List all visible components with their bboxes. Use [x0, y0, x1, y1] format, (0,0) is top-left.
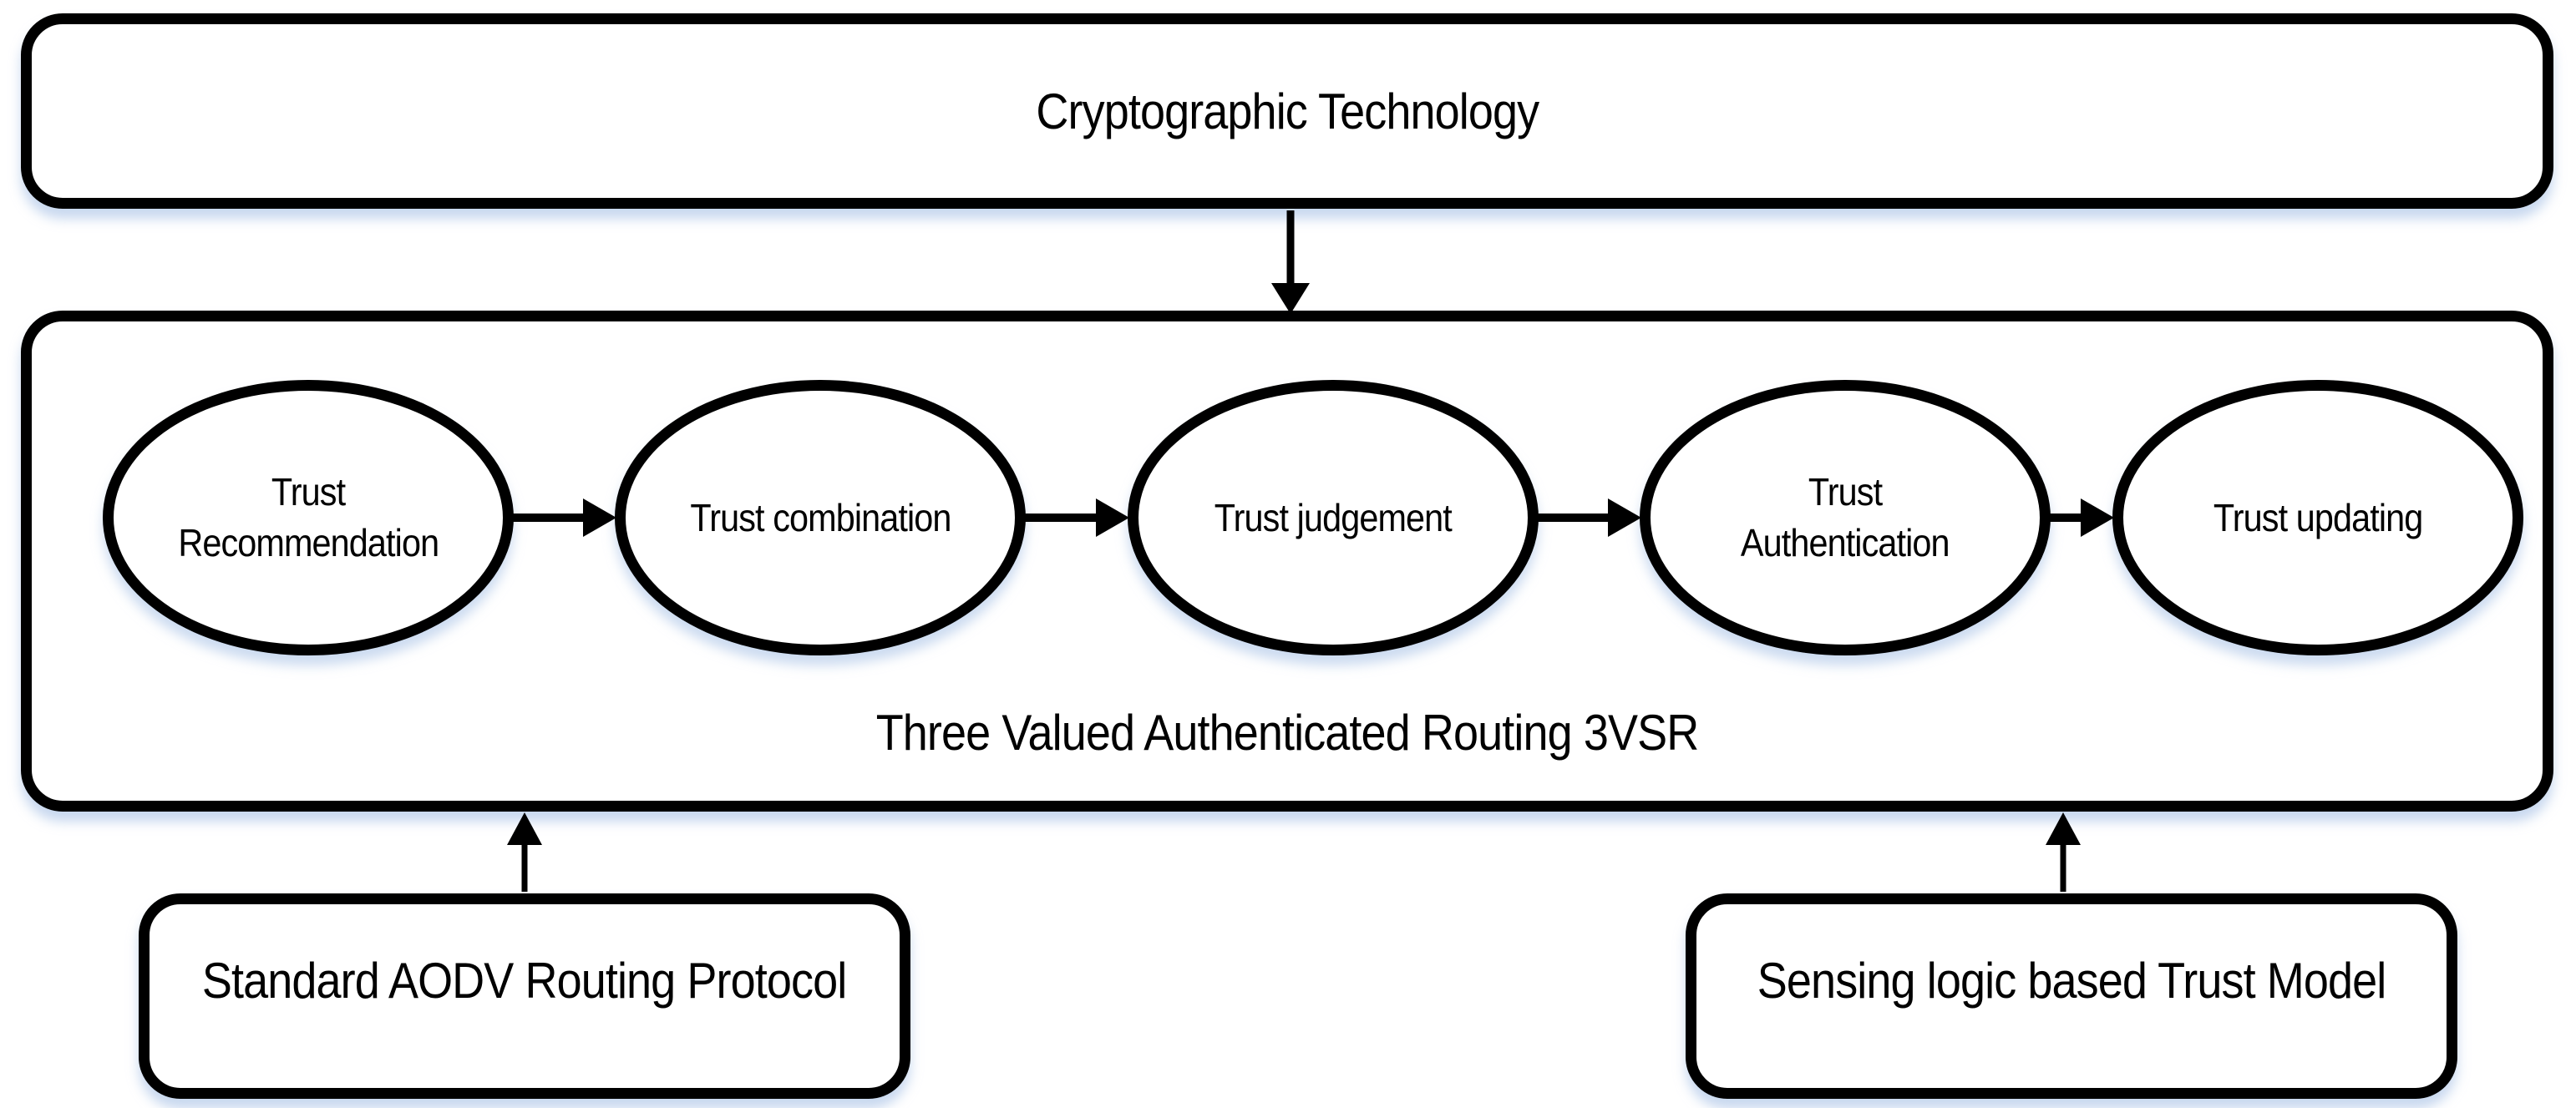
step-label-line: Trust updating: [2213, 495, 2423, 539]
arrow-aodv-to-container: [507, 812, 542, 892]
step-ellipse-trust-recommendation: Trust Recommendation: [103, 380, 514, 655]
step-ellipse-trust-judgement: Trust judgement: [1128, 380, 1539, 655]
step-label-line: Recommendation: [178, 521, 439, 564]
cryptographic-technology-box: Cryptographic Technology: [21, 13, 2553, 209]
standard-aodv-label: Standard AODV Routing Protocol: [202, 952, 847, 1009]
sensing-logic-trust-model-label: Sensing logic based Trust Model: [1757, 952, 2386, 1009]
step-label-line: Authentication: [1741, 521, 1950, 564]
three-valued-routing-caption: Three Valued Authenticated Routing 3VSR: [875, 705, 1699, 761]
sensing-logic-trust-model-box: Sensing logic based Trust Model: [1686, 893, 2457, 1099]
cryptographic-technology-label: Cryptographic Technology: [1036, 83, 1539, 139]
step-ellipse-trust-combination: Trust combination: [615, 380, 1026, 655]
arrow-top-to-container: [1271, 210, 1310, 314]
arrow-trust-model-to-container: [2046, 812, 2081, 892]
step-ellipse-trust-updating: Trust updating: [2112, 380, 2523, 655]
step-label-line: Trust: [271, 470, 346, 514]
step-label-line: Trust: [1808, 470, 1883, 514]
step-label-line: Trust judgement: [1214, 495, 1453, 539]
step-label-line: Trust combination: [689, 495, 951, 539]
step-ellipse-trust-authentication: Trust Authentication: [1640, 380, 2051, 655]
standard-aodv-box: Standard AODV Routing Protocol: [139, 893, 910, 1099]
